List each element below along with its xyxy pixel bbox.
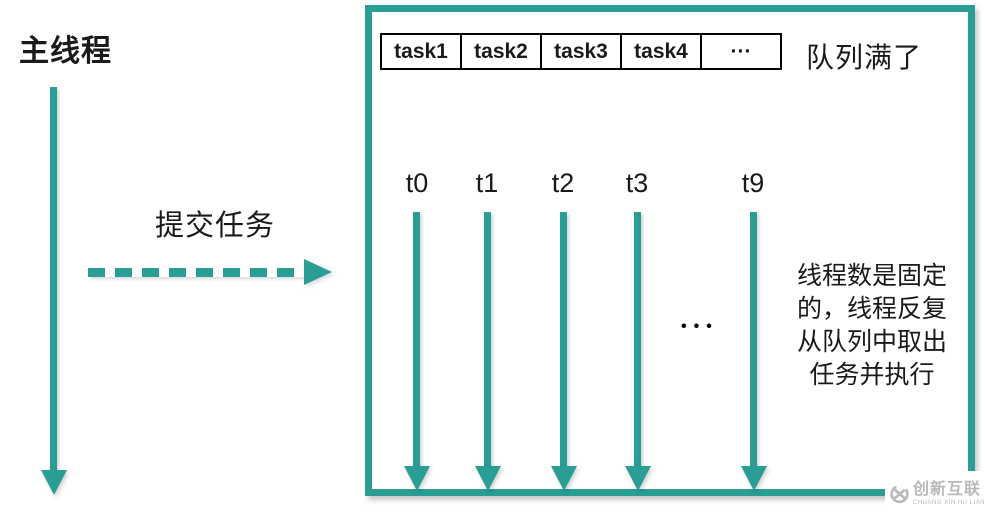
thread-label-t9: t9 <box>741 168 765 198</box>
thread-label-t3: t3 <box>625 168 649 198</box>
thread-arrowhead-icon-t3 <box>625 466 651 491</box>
thread-arrow-line-t2 <box>560 212 567 468</box>
thread-arrowhead-icon-t1 <box>475 466 501 491</box>
thread-label-t1: t1 <box>475 168 499 198</box>
task-queue: task1 task2 task3 task4 ··· <box>380 33 782 70</box>
pool-note: 线程数是固定 的，线程反复 从队列中取出 任务并执行 <box>796 262 947 389</box>
thread-label-t0: t0 <box>405 168 429 198</box>
threads-ellipsis: ••• <box>681 318 719 335</box>
thread-pool-box <box>365 5 975 496</box>
thread-arrow-line-t0 <box>413 212 420 468</box>
queue-cell: task4 <box>620 33 702 70</box>
queue-full-label: 队列满了 <box>806 42 923 73</box>
thread-arrow-line-t1 <box>484 212 491 468</box>
queue-cell-ellipsis: ··· <box>700 33 782 70</box>
watermark-brand: 创新互联 <box>912 480 981 498</box>
thread-arrow-line-t3 <box>634 212 641 468</box>
watermark-logo-icon <box>890 484 909 503</box>
queue-cell: task3 <box>540 33 622 70</box>
thread-arrow-line-t9 <box>750 212 757 468</box>
thread-arrowhead-icon-t0 <box>404 466 430 491</box>
queue-cell: task1 <box>380 33 462 70</box>
watermark: 创新互联 CHUANG XIN HU LIAN <box>885 471 985 516</box>
thread-arrowhead-icon-t9 <box>741 466 767 491</box>
submit-task-label: 提交任务 <box>155 210 276 242</box>
thread-arrowhead-icon-t2 <box>551 466 577 491</box>
thread-label-t2: t2 <box>551 168 575 198</box>
submit-task-arrowhead-icon <box>304 259 332 285</box>
main-thread-arrow-line <box>50 87 57 470</box>
watermark-subtitle: CHUANG XIN HU LIAN <box>912 499 985 506</box>
submit-task-dashed-arrow <box>88 268 306 277</box>
main-thread-arrowhead-icon <box>41 470 67 495</box>
queue-cell: task2 <box>460 33 542 70</box>
main-thread-label: 主线程 <box>19 35 112 68</box>
